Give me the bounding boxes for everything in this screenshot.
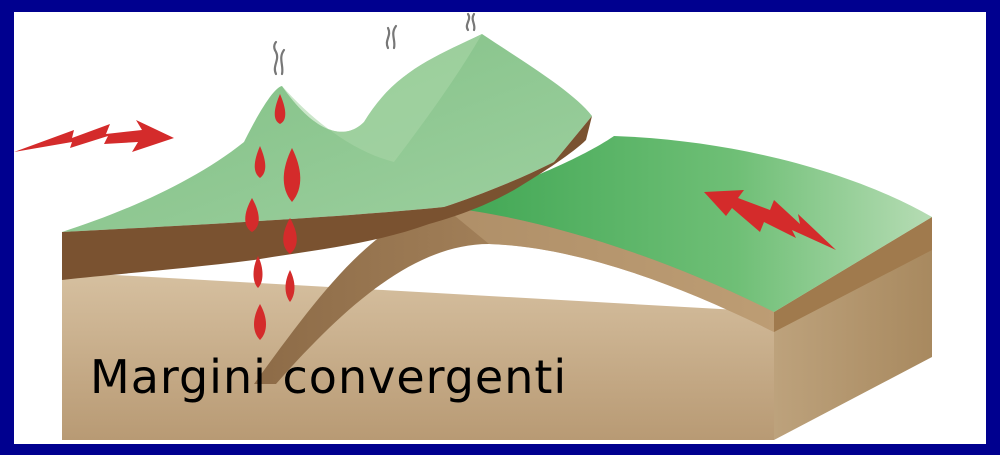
diagram-panel: Margini convergenti [14, 12, 986, 444]
zigzag-arrow-icon [14, 120, 174, 152]
smoke-plume-icon [387, 26, 396, 48]
smoke-plume-icon [274, 42, 284, 74]
smoke-plume-icon [467, 14, 475, 30]
diagram-caption: Margini convergenti [90, 350, 567, 404]
